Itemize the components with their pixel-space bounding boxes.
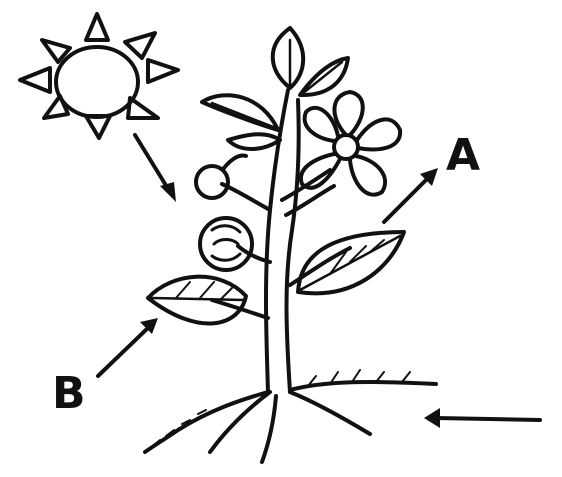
leaf-icon (202, 28, 348, 149)
sun-icon (20, 14, 178, 138)
leaf-icon (298, 232, 404, 293)
root-arrow-icon (424, 408, 540, 428)
label-a: A (446, 130, 480, 181)
leaf-icon (148, 277, 246, 324)
label-b: B (52, 368, 86, 419)
arrow-a-icon (384, 168, 438, 222)
arrow-b-icon (98, 318, 158, 376)
sunlight-arrow-icon (135, 135, 176, 202)
flower-icon (200, 218, 252, 270)
